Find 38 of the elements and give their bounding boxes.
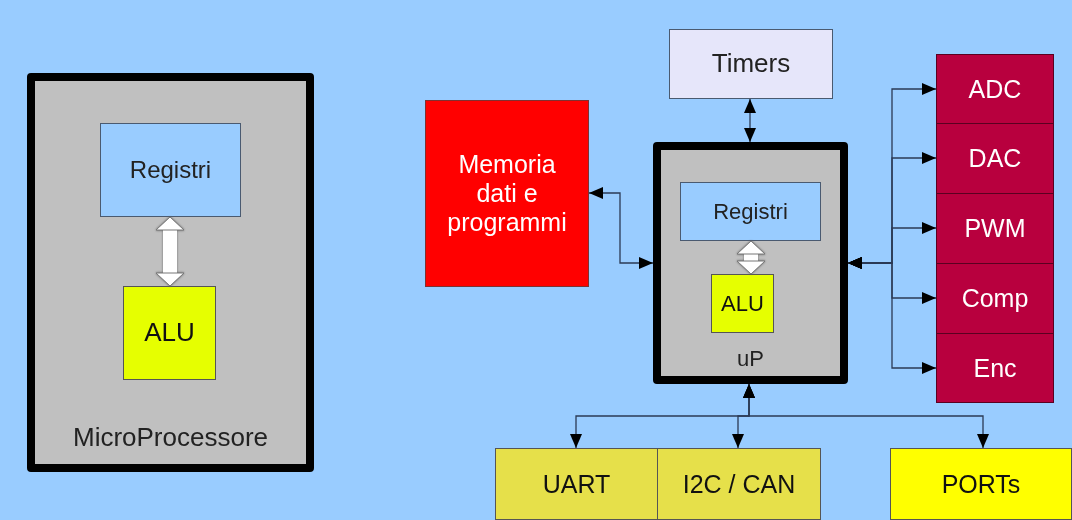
node-label: Memoria dati e programmi xyxy=(446,150,568,237)
node-label: UART xyxy=(541,469,612,499)
connector-arrow xyxy=(744,98,756,143)
node-label: uP xyxy=(736,346,765,372)
processor-block xyxy=(653,142,848,384)
node-label: I2C / CAN xyxy=(681,469,797,499)
node-label: Timers xyxy=(710,49,792,79)
memory-box xyxy=(425,100,589,287)
node-label: Enc xyxy=(972,353,1018,383)
peripheral-box xyxy=(936,263,1054,334)
node-label: MicroProcessore xyxy=(71,423,270,453)
alu-box xyxy=(123,286,216,380)
peripheral-box xyxy=(936,123,1054,194)
node-label: Registri xyxy=(128,156,213,184)
node-label: ALU xyxy=(720,290,765,317)
connector-arrow xyxy=(743,383,989,449)
node-label: Registri xyxy=(712,198,789,225)
double-arrow xyxy=(736,240,766,275)
double-arrow xyxy=(155,216,185,287)
peripheral-box xyxy=(936,193,1054,264)
peripheral-box xyxy=(657,448,821,520)
peripheral-box xyxy=(669,29,833,99)
node-label: ADC xyxy=(967,74,1023,104)
node-label: PORTs xyxy=(940,469,1022,499)
node-label: ALU xyxy=(143,318,196,348)
peripheral-box xyxy=(495,448,658,520)
peripheral-box xyxy=(936,54,1054,124)
alu-box xyxy=(711,274,774,333)
register-box xyxy=(100,123,241,217)
peripheral-box xyxy=(936,333,1054,403)
node-label: DAC xyxy=(967,144,1023,173)
connector-arrow xyxy=(588,187,654,269)
node-label: PWM xyxy=(963,214,1027,243)
peripheral-box xyxy=(890,448,1072,520)
node-label: Comp xyxy=(960,284,1030,313)
connector-arrow xyxy=(847,257,937,374)
processor-block xyxy=(27,73,314,472)
register-box xyxy=(680,182,821,241)
